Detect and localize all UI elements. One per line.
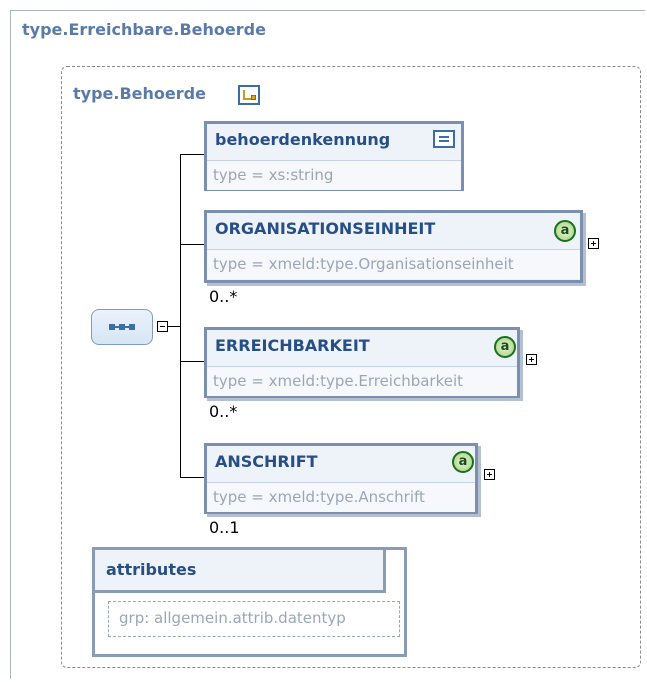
attributes-header xyxy=(95,550,383,590)
sequence-compositor[interactable] xyxy=(91,309,153,345)
outer-type-title: type.Erreichbare.Behoerde xyxy=(22,20,266,39)
occurrence-label: 0..* xyxy=(209,402,238,421)
element-name: ANSCHRIFT xyxy=(215,452,318,471)
element-name: ERREICHBARKEIT xyxy=(215,336,370,355)
element-organisationseinheit[interactable]: ORGANISATIONSEINHEIT type = xmeld:type.O… xyxy=(204,210,583,283)
inner-type-dashed-box xyxy=(61,66,641,668)
element-type: type = xmeld:type.Organisationseinheit xyxy=(207,249,580,279)
connector-line xyxy=(180,244,204,245)
attribute-icon: a xyxy=(554,220,576,242)
element-shadow xyxy=(583,213,586,286)
element-type: type = xmeld:type.Erreichbarkeit xyxy=(207,366,517,396)
sequence-icon xyxy=(109,324,135,330)
element-shadow xyxy=(520,330,523,401)
expand-button[interactable] xyxy=(526,354,537,365)
connector-line xyxy=(180,477,204,478)
attribute-icon: a xyxy=(452,451,474,473)
connector-line xyxy=(180,154,181,478)
attribute-icon: a xyxy=(494,336,516,358)
occurrence-label: 0..* xyxy=(209,287,238,306)
element-name: behoerdenkennung xyxy=(215,130,391,149)
connector-line xyxy=(180,154,204,155)
expand-button[interactable] xyxy=(588,238,599,249)
element-shadow xyxy=(478,446,481,517)
outer-complex-type-frame xyxy=(10,10,645,679)
inner-type-title: type.Behoerde xyxy=(73,84,206,103)
element-type: type = xs:string xyxy=(207,160,461,190)
occurrence-label: 0..1 xyxy=(209,518,240,537)
attributes-label: attributes xyxy=(106,560,197,579)
element-erreichbarkeit[interactable]: ERREICHBARKEIT type = xmeld:type.Erreich… xyxy=(204,327,520,398)
element-type: type = xmeld:type.Anschrift xyxy=(207,482,475,512)
element-behoerdenkennung[interactable]: behoerdenkennung type = xs:string xyxy=(204,121,464,191)
attributes-header-divider xyxy=(95,590,386,593)
element-shadow xyxy=(207,398,523,401)
connector-line xyxy=(168,326,180,327)
element-name: ORGANISATIONSEINHEIT xyxy=(215,219,436,238)
complex-type-icon[interactable] xyxy=(238,85,260,105)
attributes-header-divider xyxy=(383,550,386,590)
expand-button[interactable] xyxy=(484,469,495,480)
simple-type-icon xyxy=(433,130,455,148)
element-shadow xyxy=(207,514,481,517)
element-shadow xyxy=(207,283,586,286)
attribute-group-box[interactable] xyxy=(108,601,400,637)
attribute-group-label: grp: allgemein.attrib.datentyp xyxy=(119,609,346,627)
sequence-collapse-button[interactable] xyxy=(157,321,168,332)
connector-line xyxy=(180,361,204,362)
element-anschrift[interactable]: ANSCHRIFT type = xmeld:type.Anschrift xyxy=(204,443,478,514)
